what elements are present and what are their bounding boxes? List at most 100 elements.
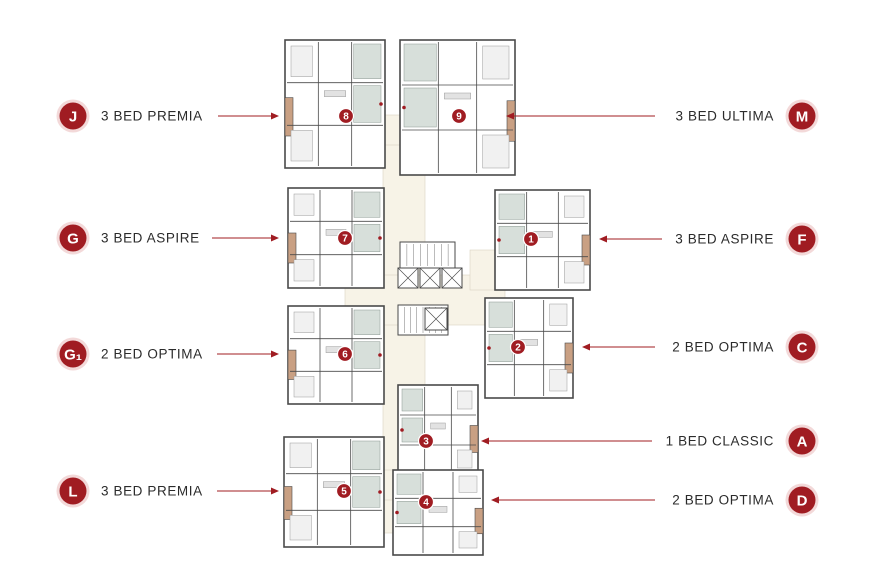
unit-number-marker [337, 107, 355, 125]
bed-furniture [293, 376, 315, 398]
entry-door-marker [400, 428, 404, 432]
unit-type-label: 2 BED OPTIMA [101, 347, 203, 362]
unit-number-label: 2 [515, 343, 521, 354]
type-badge-letter: G₁ [64, 346, 82, 363]
type-badge-letter: D [797, 492, 808, 509]
entry-door-marker [395, 510, 399, 515]
callout-unit-9: M3 BED ULTIMA [506, 99, 819, 133]
unit-number-marker [417, 493, 435, 511]
bed-furniture [457, 390, 473, 410]
callout-unit-3: A1 BED CLASSIC [481, 424, 819, 458]
bed-furniture [564, 195, 585, 218]
unit-number-label: 7 [342, 234, 348, 245]
bed-furniture [293, 311, 315, 333]
bed-furniture [458, 475, 478, 493]
unit-number-marker [336, 345, 354, 363]
wet-area [498, 226, 525, 254]
callout-unit-7: G 3 BED ASPIRE [56, 221, 279, 255]
type-badge-letter: A [797, 433, 808, 450]
lift-cross [441, 267, 463, 289]
unit-number-marker [336, 229, 354, 247]
entry-door-marker [379, 102, 383, 106]
wet-area [352, 476, 381, 508]
unit-type-label: 2 BED OPTIMA [672, 340, 774, 355]
unit-number-marker [509, 338, 527, 356]
wet-area [403, 87, 437, 128]
sofa-furniture [430, 422, 446, 430]
lift-cross [419, 267, 441, 289]
balcony [283, 486, 293, 520]
balcony [469, 425, 479, 453]
wet-area [352, 440, 381, 470]
callout-unit-2: C 2 BED OPTIMA [582, 330, 819, 364]
bed-furniture [290, 45, 313, 77]
unit-plate-2 [484, 297, 574, 399]
callout-unit-6: G₁ 2 BED OPTIMA [56, 337, 279, 371]
unit-plate-7 [287, 187, 385, 289]
unit-plate-3 [397, 384, 479, 476]
wet-area [353, 43, 382, 79]
type-badge [788, 427, 816, 455]
wet-area [353, 341, 381, 369]
wet-area [353, 309, 381, 335]
unit-number-marker [417, 432, 435, 450]
type-badge-letter: F [797, 231, 806, 248]
unit-type-label: 3 BED ASPIRE [101, 231, 200, 246]
entry-door-marker [402, 105, 406, 110]
wet-area [403, 43, 437, 82]
wet-area [353, 85, 382, 123]
type-badge-letter: C [797, 339, 808, 356]
balcony [287, 349, 297, 380]
unit-type-label: 3 BED PREMIA [101, 109, 203, 124]
sofa-furniture [444, 92, 471, 100]
wet-area [396, 473, 422, 495]
wet-area [498, 193, 525, 220]
wet-area [353, 191, 381, 218]
balcony [506, 100, 516, 142]
type-badge [788, 225, 816, 253]
bed-furniture [290, 130, 313, 162]
bed-furniture [482, 134, 510, 169]
entry-door-marker [497, 238, 501, 242]
bed-furniture [549, 369, 568, 392]
type-badge-letter: G [67, 230, 79, 247]
lift-cross [397, 267, 419, 289]
unit-number-label: 1 [528, 235, 534, 246]
unit-plate-5 [283, 436, 385, 548]
type-badge [59, 102, 87, 130]
wet-area [488, 301, 513, 328]
wet-area [396, 501, 422, 524]
balcony [284, 97, 294, 137]
sofa-furniture [324, 90, 346, 97]
unit-type-label: 3 BED ULTIMA [676, 109, 774, 124]
unit-number-marker [522, 230, 540, 248]
callout-unit-4: D2 BED OPTIMA [491, 483, 819, 517]
unit-plate-8 [284, 39, 386, 169]
unit-number-label: 6 [342, 350, 348, 361]
unit-number-label: 8 [343, 112, 349, 123]
bed-furniture [564, 261, 585, 284]
type-badge [788, 102, 816, 130]
type-badge [59, 340, 87, 368]
entry-door-marker [378, 353, 382, 357]
unit-number-label: 5 [341, 487, 347, 498]
wet-area [353, 224, 381, 252]
unit-number-label: 9 [456, 112, 462, 123]
bed-furniture [293, 193, 315, 216]
unit-plate-1 [494, 189, 591, 291]
unit-type-label: 3 BED ASPIRE [675, 232, 774, 247]
unit-number-marker [450, 107, 468, 125]
unit-number-marker [335, 482, 353, 500]
bed-furniture [457, 449, 473, 469]
entry-door-marker [378, 490, 382, 494]
unit-type-label: 3 BED PREMIA [101, 484, 203, 499]
balcony [287, 232, 297, 264]
balcony [581, 234, 591, 266]
balcony [564, 342, 574, 374]
type-badge [788, 486, 816, 514]
bed-furniture [482, 45, 510, 80]
